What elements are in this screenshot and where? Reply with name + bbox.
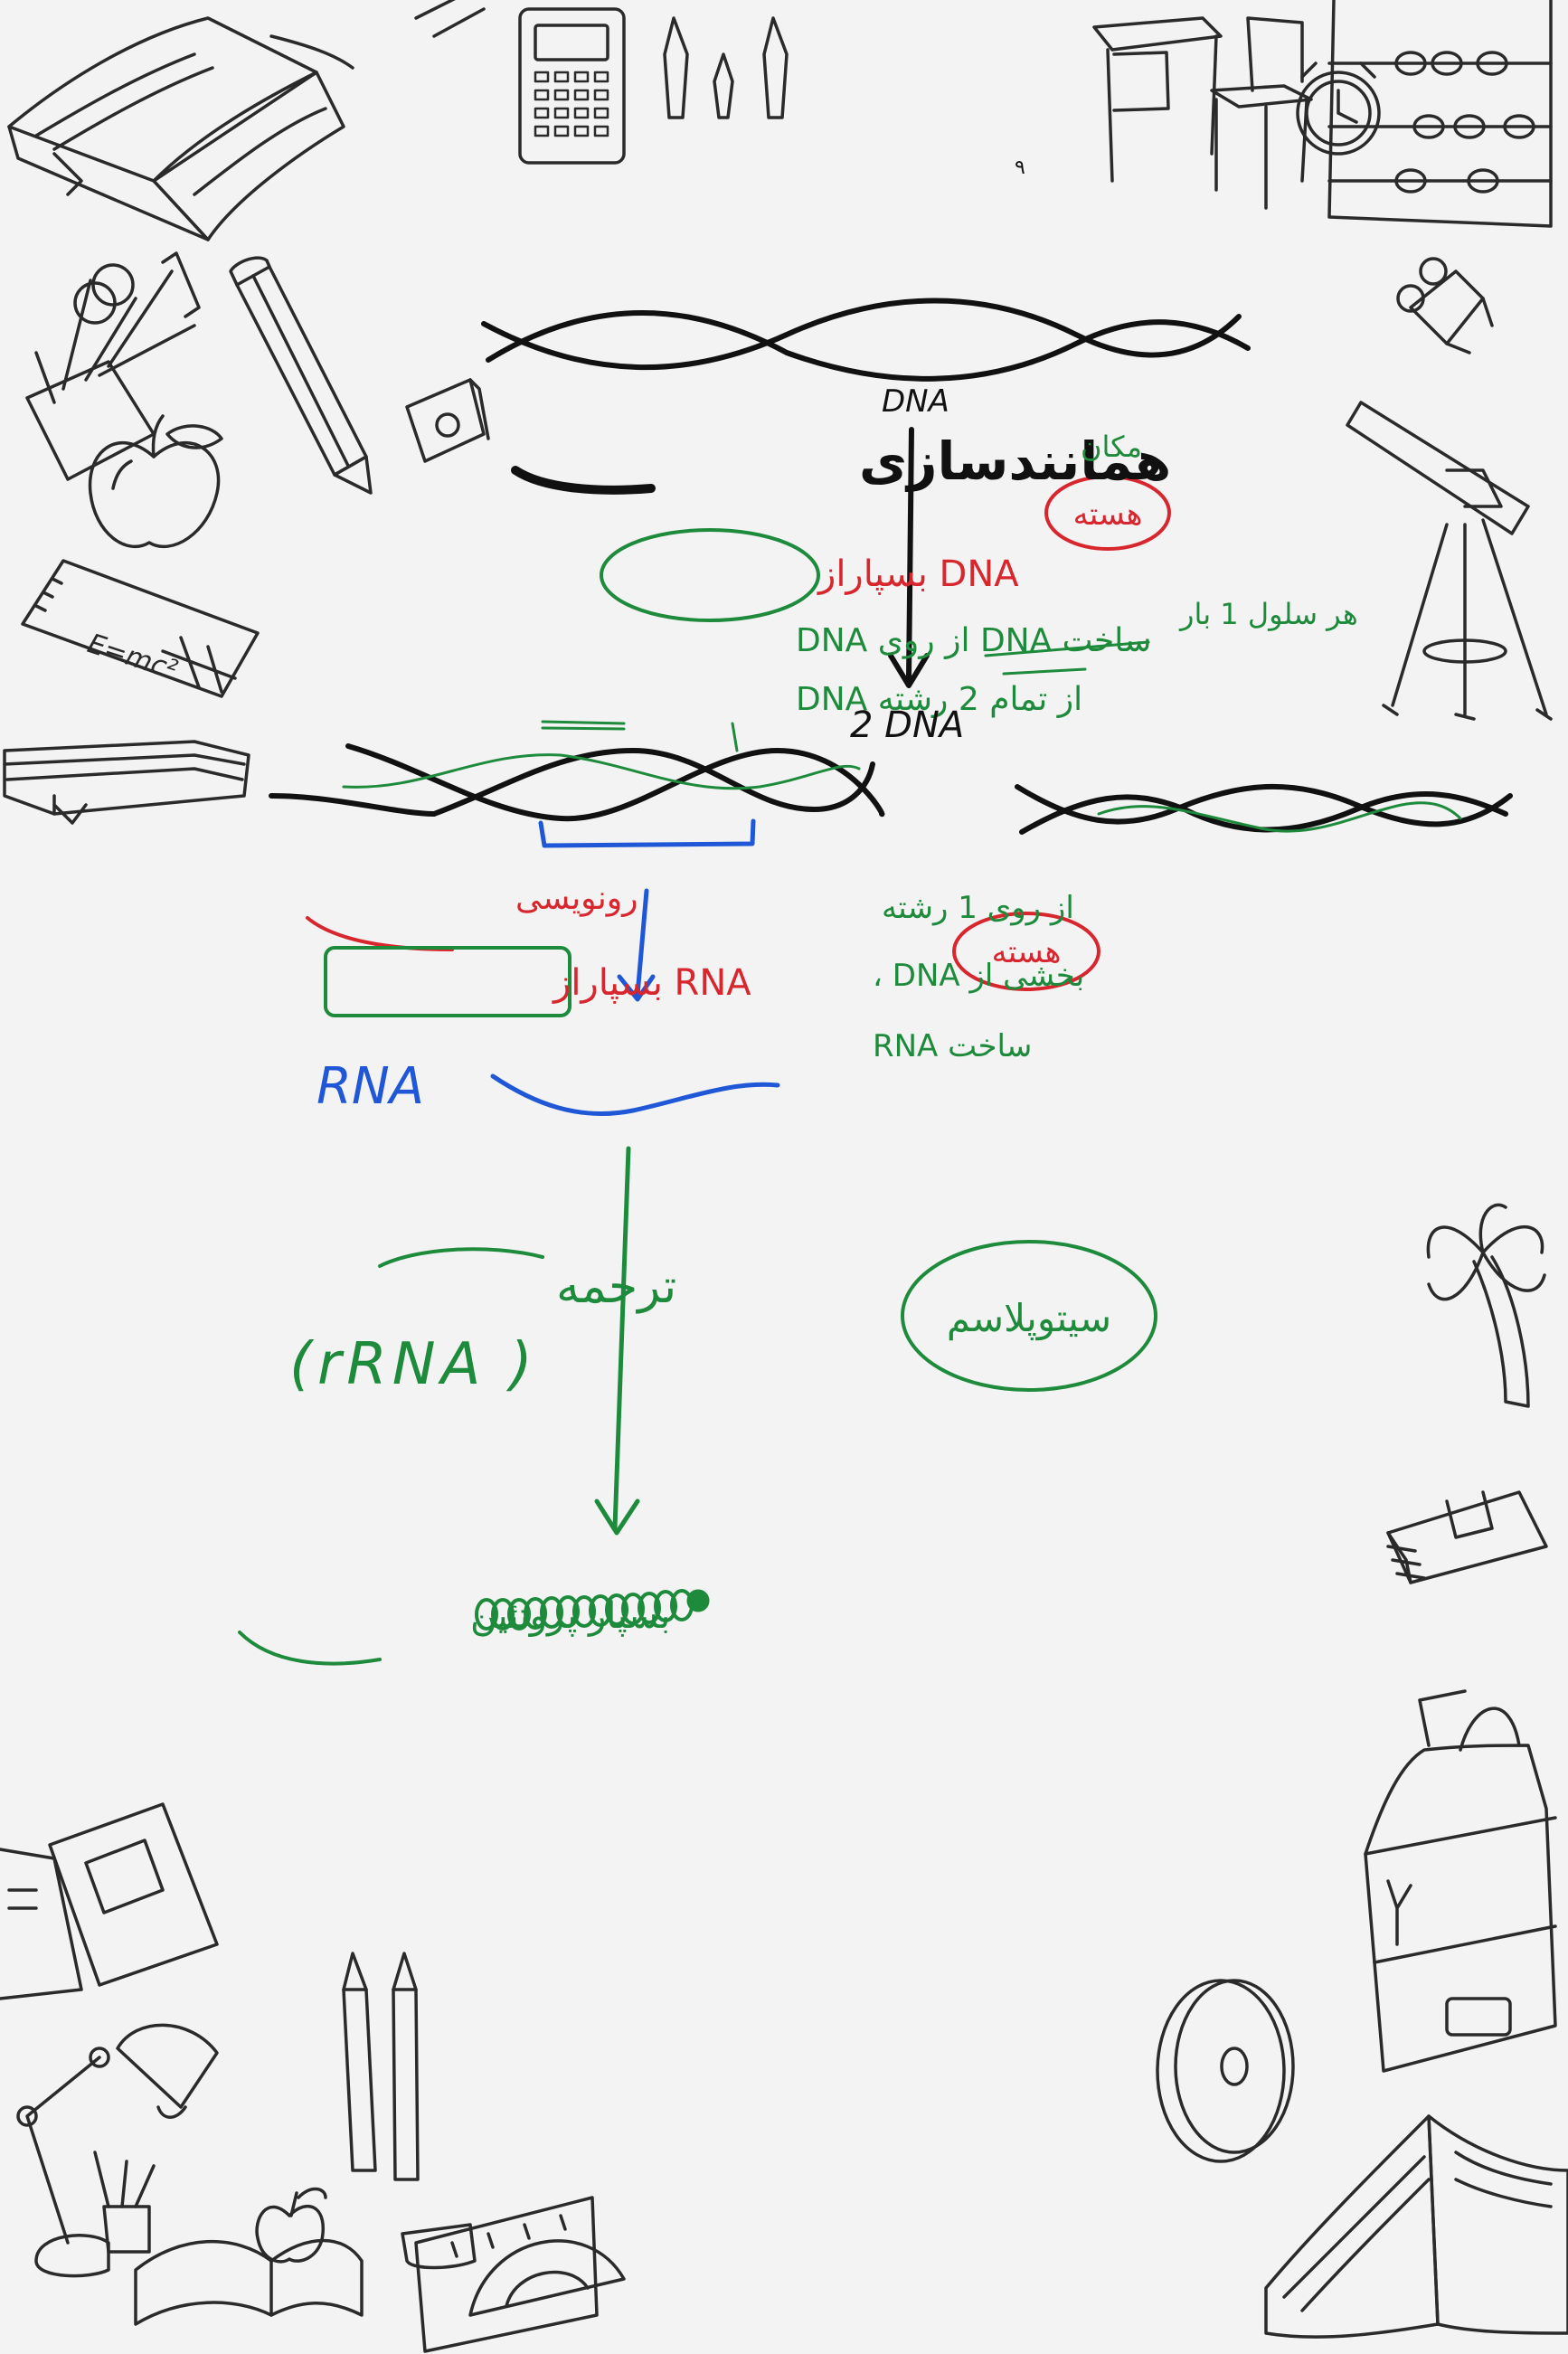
polypeptide-end	[687, 1590, 709, 1612]
transcription-desc-line3: ساخت RNA	[873, 1028, 1032, 1064]
translation-location-value: سیتوپلاسم	[947, 1296, 1111, 1341]
rna-label: RNA	[316, 1057, 424, 1116]
corner-mark: ٩	[1015, 156, 1025, 179]
translation-product: بسپار پروتئین	[470, 1595, 670, 1637]
transcription-desc-line1: از روی 1 رشته	[882, 890, 1074, 926]
replication-desc-line1: ساخت DNA از روی DNA	[796, 622, 1151, 659]
dna-top-label: DNA	[882, 383, 949, 420]
replication-location-value: هسته	[1073, 496, 1143, 533]
transcription-enzyme: RNA بسپاراز	[552, 962, 751, 1004]
replication-enzyme: DNA بسپاراز	[817, 553, 1019, 595]
transcription-title: رونویسی	[515, 880, 638, 917]
replication-timing: هر سلول 1 بار	[1178, 597, 1358, 631]
translation-title: ترجمه	[556, 1260, 676, 1314]
dna-result-label: 2 DNA	[850, 704, 964, 746]
translation-agent: (rRNA )	[289, 1331, 538, 1398]
replication-location-label: مکان	[1081, 430, 1142, 464]
transcription-location-value: هسته	[992, 934, 1062, 970]
